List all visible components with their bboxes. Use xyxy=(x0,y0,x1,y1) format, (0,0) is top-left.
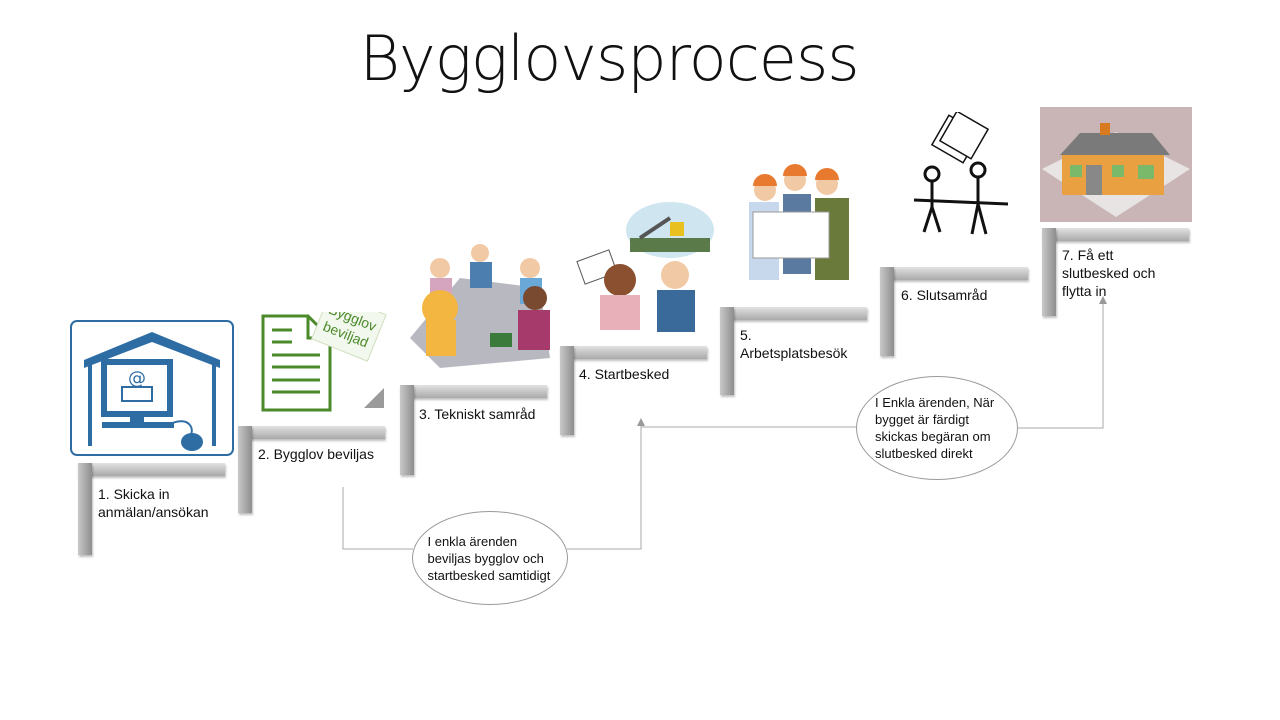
step-bar xyxy=(720,307,867,320)
note-text: I Enkla ärenden, När bygget är färdigt s… xyxy=(875,395,995,461)
step-post xyxy=(720,307,734,395)
step-label: 7. Få ett slutbesked och flytta in xyxy=(1062,247,1156,299)
step-bar xyxy=(560,346,707,359)
note-ellipse-1: I enkla ärenden beviljas bygglov och sta… xyxy=(412,511,568,605)
connector-line-1 xyxy=(342,487,413,550)
page-title: Bygglovsprocess xyxy=(359,22,859,95)
note-text: I enkla ärenden beviljas bygglov och sta… xyxy=(427,533,551,583)
step-post xyxy=(238,426,252,513)
step-bar xyxy=(238,426,385,439)
step-post xyxy=(400,385,414,475)
connector-line-2 xyxy=(567,418,645,550)
start-notice-illustration xyxy=(576,202,714,332)
step-bar xyxy=(1042,228,1189,241)
computer-house-icon: @ xyxy=(70,320,234,456)
step-post xyxy=(1042,228,1056,316)
approved-document-icon: Bygglov beviljad xyxy=(261,312,387,412)
meeting-illustration xyxy=(410,244,550,368)
site-visit-illustration xyxy=(749,164,849,280)
step-post xyxy=(78,463,92,555)
step-label: 6. Slutsamråd xyxy=(901,287,988,303)
step-label: 4. Startbesked xyxy=(579,366,670,382)
house-illustration xyxy=(1040,107,1192,222)
connector-line-4 xyxy=(1017,296,1107,429)
note-ellipse-2: I Enkla ärenden, När bygget är färdigt s… xyxy=(856,376,1018,480)
step-bar xyxy=(400,385,547,398)
step-bar xyxy=(78,463,225,476)
step-label: 2. Bygglov beviljas xyxy=(258,446,374,462)
step-bar xyxy=(880,267,1028,280)
step-label: 3. Tekniskt samråd xyxy=(419,406,536,422)
svg-text:@: @ xyxy=(128,368,146,389)
step-post xyxy=(880,267,894,356)
final-meeting-illustration xyxy=(913,112,1009,235)
step-post xyxy=(560,346,574,435)
step-label: 5. Arbetsplatsbesök xyxy=(740,327,848,361)
step-label: 1. Skicka in anmälan/ansökan xyxy=(98,486,209,520)
